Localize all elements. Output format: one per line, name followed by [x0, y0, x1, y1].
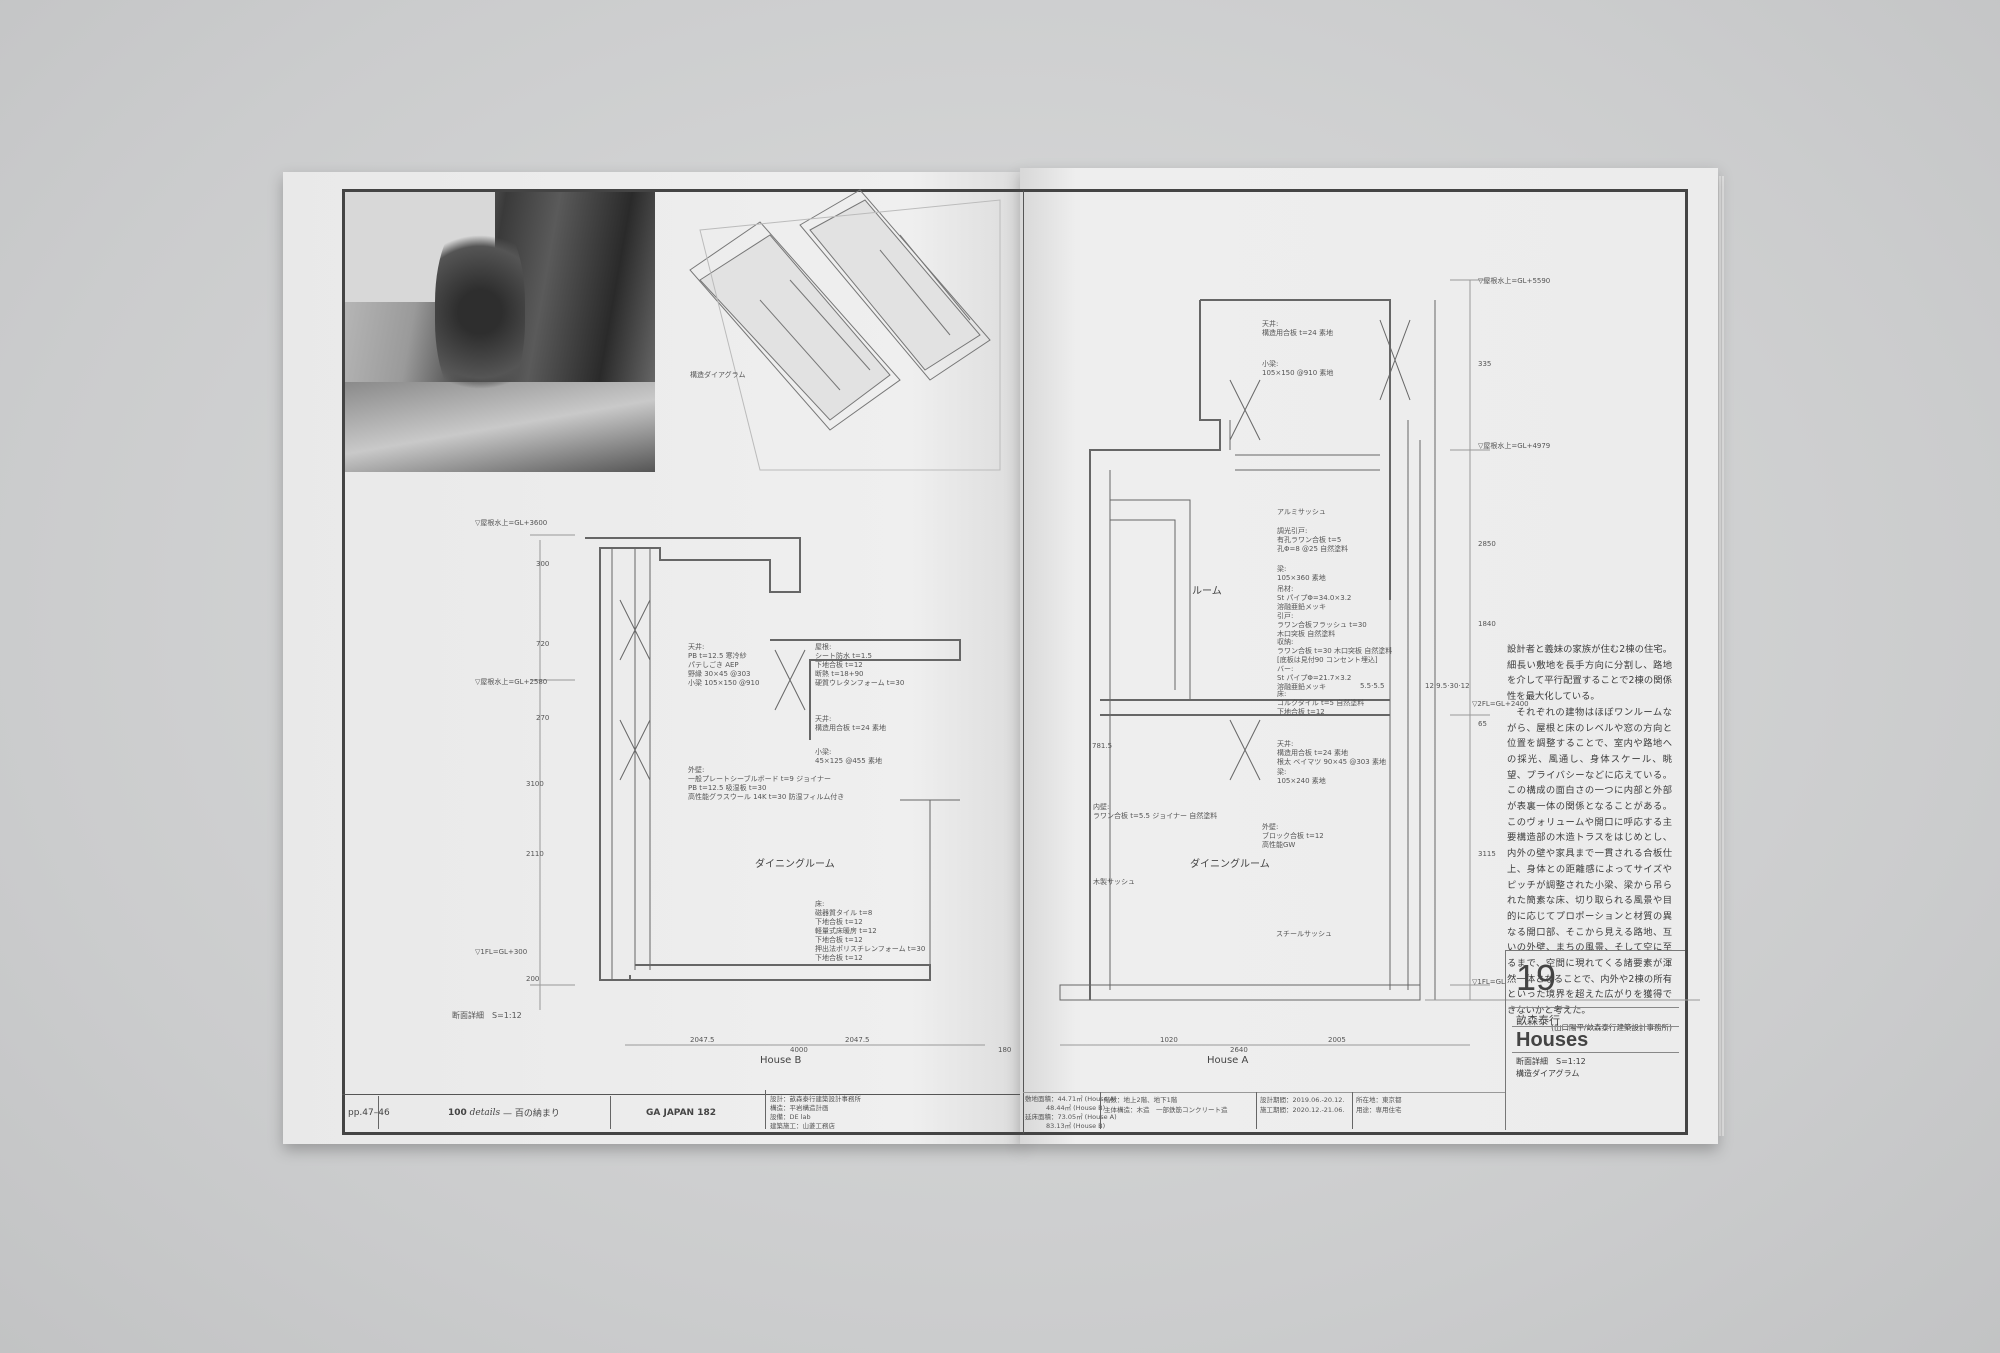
dimension: 1840 [1478, 620, 1496, 628]
note-ceiling: 天井: PB t=12.5 寒冷紗 パテしごき AEP 野縁 30×45 @30… [688, 643, 760, 687]
page-numbers: pp.47–46 [348, 1107, 390, 1118]
level-label: ▽屋根水上=GL+3600 [475, 519, 548, 527]
series-subtitle: — 百の納まり [503, 1109, 560, 1119]
title-block: 19 畝森泰行 Houses 断面詳細 S=1:12 構造ダイアグラム [1505, 950, 1685, 1130]
note: アルミサッシュ [1277, 508, 1326, 516]
note: 収納: ラワン合板 t=30 木口突板 自然塗料 [底板は見付90 コンセント埋… [1277, 638, 1393, 664]
dimension: 2110 [526, 850, 544, 858]
house-a-label: House A [1207, 1055, 1249, 1066]
essay-paragraph: 設計者と義妹の家族が住む2棟の住宅。細長い敷地を長手方向に分割し、路地を介して平… [1507, 644, 1672, 703]
credit: 構造：平岩構造計画 [770, 1104, 829, 1112]
note: 内壁: ラワン合板 t=5.5 ジョイナー 自然塗料 [1093, 803, 1218, 820]
level-label: ▽屋根水上=GL+5590 [1478, 277, 1551, 285]
left-page-frame [342, 189, 1023, 1135]
site-area: 48.44㎡ (House B) [1046, 1104, 1106, 1112]
dimension: 65 [1478, 720, 1487, 728]
dimension: 3100 [526, 780, 544, 788]
project-number: 19 [1516, 957, 1557, 998]
dimension: 3115 [1478, 850, 1496, 858]
house-a-section [1059, 279, 1700, 1046]
essay-paragraph: それぞれの建物はほぼワンルームながら、屋根と床のレベルや窓の方向と位置を調整する… [1507, 706, 1672, 1017]
note: 梁: 105×240 素地 [1277, 768, 1326, 785]
dimension: 12·9.5·30·12 [1425, 682, 1470, 690]
room-label: ルーム [1192, 586, 1222, 597]
dimension: 200 [526, 975, 540, 983]
note: 床: コルクタイル t=5 自然塗料 下地合板 t=12 [1277, 690, 1365, 716]
structure: 主体構造：木造 一部鉄筋コンクリート造 [1104, 1106, 1228, 1114]
courtyard-photo [345, 192, 655, 472]
series-title: 100 details — 百の納まり [448, 1096, 560, 1129]
credit: 設備：DE lab [770, 1113, 811, 1121]
note: 天井: 構造用合板 t=24 素地 根太 ベイマツ 90×45 @303 素地 [1277, 740, 1386, 766]
magazine-title: GA JAPAN 182 [646, 1107, 716, 1118]
note: 吊材: St パイプΦ=34.0×3.2 溶融亜鉛メッキ [1277, 585, 1352, 611]
construction-period: 施工期間：2020.12.-21.06. [1260, 1106, 1345, 1114]
credit: 設計：畝森泰行建築設計事務所 [770, 1095, 861, 1103]
note: 小梁: 105×150 @910 素地 [1262, 360, 1334, 377]
note: 調光引戸: 有孔ラワン合板 t=5 孔Φ=8 @25 自然塗料 [1277, 527, 1349, 553]
level-label: ▽1FL=GL [1472, 978, 1505, 986]
note: 外壁: ブロック合板 t=12 高性能GW [1262, 823, 1324, 849]
credit: 建築施工：山菱工務店 [770, 1122, 835, 1130]
dimension: 300 [536, 560, 550, 568]
scale-label: 断面詳細 S=1:12 [452, 1011, 522, 1020]
dimension: 1020 [1160, 1036, 1178, 1044]
right-page [1020, 168, 1718, 1144]
level-label: ▽屋根水上=GL+2580 [475, 678, 548, 686]
diagram-label: 構造ダイアグラム [690, 371, 746, 379]
structure-diagram [689, 189, 1001, 471]
level-label: ▽屋根水上=GL+4979 [1478, 442, 1551, 450]
level-label: ▽1FL=GL+300 [475, 948, 528, 956]
dimension: 781.5 [1092, 742, 1113, 750]
note: スチールサッシュ [1276, 930, 1332, 938]
dimension: 4000 [790, 1046, 808, 1054]
note-beam: 小梁: 45×125 @455 素地 [815, 748, 882, 765]
architect-name: 畝森泰行 [1516, 1014, 1560, 1027]
note-floor: 床: 磁器質タイル t=8 下地合板 t=12 軽量式床暖房 t=12 下地合板… [815, 900, 926, 962]
floor-area: 延床面積：73.05㎡ (House A) [1025, 1113, 1117, 1121]
design-period: 設計期間：2019.06.-20.12. [1260, 1096, 1345, 1104]
house-b-section [530, 534, 985, 1046]
room-label-dining-b: ダイニングルーム [755, 859, 835, 870]
essay-text: 設計者と義妹の家族が住む2棟の住宅。細長い敷地を長手方向に分割し、路地を介して平… [1507, 642, 1672, 1036]
project-title: Houses [1516, 1029, 1589, 1051]
dimension: 2047.5 [690, 1036, 715, 1044]
room-label-dining-a: ダイニングルーム [1190, 859, 1270, 870]
right-page-frame [1023, 189, 1688, 1135]
note-ceiling-2: 天井: 構造用合板 t=24 素地 [815, 715, 886, 732]
note: 引戸: ラワン合板フラッシュ t=30 木口突板 自然塗料 [1277, 612, 1367, 638]
note-exterior-wall: 外壁: 一般プレートシーブルボード t=9 ジョイナー PB t=12.5 吸湿… [688, 766, 845, 801]
note: 梁: 105×360 素地 [1277, 565, 1326, 582]
site-area: 敷地面積：44.71㎡ (House A) [1025, 1095, 1117, 1103]
note: バー: St パイプΦ=21.7×3.2 溶融亜鉛メッキ [1277, 665, 1352, 691]
dimension: 720 [536, 640, 550, 648]
location: 所在地：東京都 [1356, 1096, 1402, 1104]
dimension: 335 [1478, 360, 1492, 368]
note: 天井: 構造用合板 t=24 素地 [1262, 320, 1333, 337]
series-number: 100 [448, 1107, 467, 1118]
subtitle: 断面詳細 S=1:12 [1516, 1057, 1586, 1066]
house-b-label: House B [760, 1055, 802, 1066]
subtitle: 構造ダイアグラム [1516, 1069, 1580, 1078]
dimension: 2005 [1328, 1036, 1346, 1044]
dimension: 270 [536, 714, 550, 722]
use: 用途：専用住宅 [1356, 1106, 1402, 1114]
dimension: 5.5·5.5 [1360, 682, 1385, 690]
dimension: 2047.5 [845, 1036, 870, 1044]
note-roof: 屋根: シート防水 t=1.5 下地合板 t=12 断熱 t=18+90 硬質ウ… [815, 643, 905, 687]
floors: 階数：地上2階、地下1階 [1104, 1096, 1178, 1104]
note: 木製サッシュ [1093, 878, 1135, 886]
floor-area: 83.13㎡ (House B) [1046, 1122, 1106, 1130]
essay-credit: (山口陽平/畝森泰行建築設計事務所) [1551, 1022, 1672, 1032]
dimension: 2640 [1230, 1046, 1248, 1054]
level-label: ▽2FL=GL+2400 [1472, 700, 1529, 708]
dimension: 2850 [1478, 540, 1496, 548]
dimension: 180 [998, 1046, 1012, 1054]
series-name: details [469, 1107, 501, 1118]
